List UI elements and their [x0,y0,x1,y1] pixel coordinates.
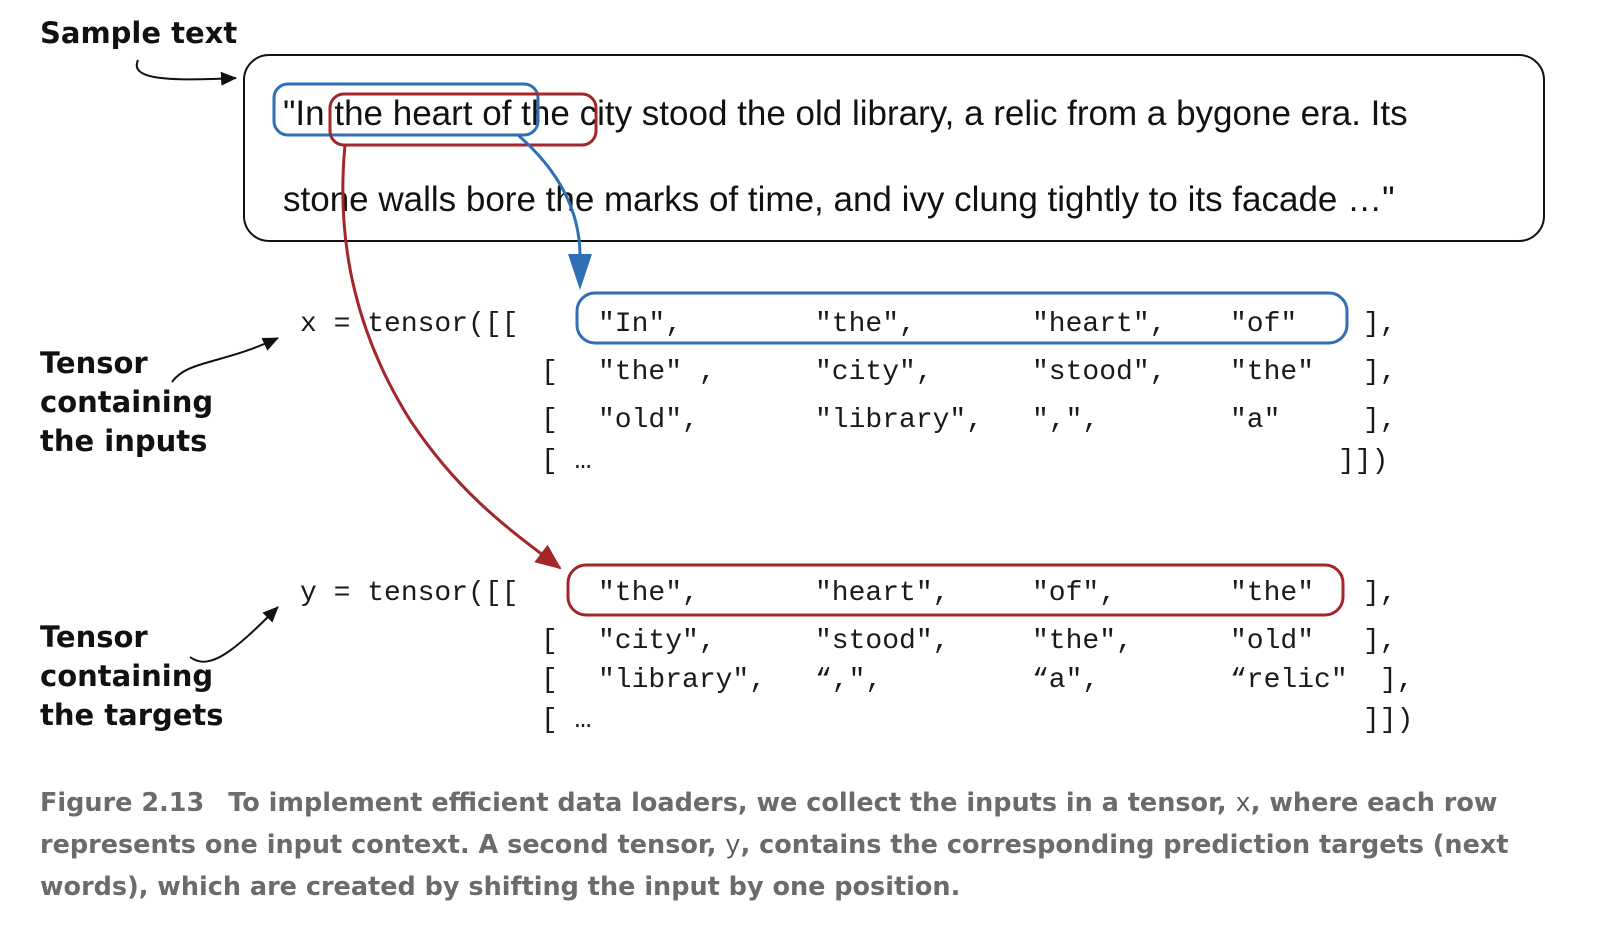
input-mapping-arrow [517,133,582,257]
y-cell: "heart", [815,578,950,609]
y-cell: "city", [598,626,716,657]
sample-target-highlight [328,92,598,147]
y-row-highlight [566,563,1345,617]
y-cell: "of", [1032,578,1117,609]
y-row-end: ], [1363,578,1397,609]
y-cell: "the", [1032,626,1133,657]
x-row-end: ], [1363,309,1397,340]
caption-text-3: , contains the corresponding prediction … [40,830,1509,902]
x-ellipsis-row: [ … [541,446,592,477]
y-cell: “,", [815,665,883,696]
x-cell: "the" [1230,357,1315,388]
y-cell: "the" [1230,578,1315,609]
x-cell: "city", [815,357,933,388]
sample-text-box [243,54,1545,242]
targets-label-line: containing [40,659,214,693]
inputs-label-line: the inputs [40,424,208,458]
x-row-end: ], [1363,405,1397,436]
x-row-highlight [575,291,1349,345]
y-cell: “relic" [1230,665,1348,696]
figure-caption: Figure 2.13 To implement efficient data l… [40,783,1560,908]
x-cell: "library", [815,405,984,436]
x-cell: "In", [598,309,683,340]
inputs-label: Tensor containing the inputs [40,344,213,461]
caption-text-2: , where each row represents one input co… [40,788,1498,860]
target-mapping-arrow [341,144,562,570]
figure-number: Figure 2.13 [40,788,205,818]
y-cell: “a", [1032,665,1100,696]
sample-word-in: "In [283,94,325,133]
caption-text-1: To implement efficient data loaders, we … [228,788,1236,818]
sample-text-label: Sample text [40,16,238,50]
caption-code-x: x [1235,790,1251,819]
input-mapping-arrowhead [568,254,592,290]
sample-input-highlight [272,82,540,137]
y-row-open: [ [541,665,558,696]
x-cell: "stood", [1032,357,1167,388]
targets-label-line: Tensor [40,620,148,654]
targets-pointer-arrow [189,606,279,663]
caption-code-y: y [725,832,741,861]
y-close: ]]) [1363,705,1414,736]
targets-label-line: the targets [40,698,224,732]
x-cell: "old", [598,405,699,436]
x-cell: "of" [1230,309,1298,340]
sample-highlight-phrase: the heart of [334,94,512,133]
y-cell: "library", [598,665,767,696]
y-row-end: ], [1380,665,1414,696]
x-cell: "the", [815,309,916,340]
x-tensor-prefix: x = tensor([[ [300,309,519,340]
sample-word-the: the [521,94,570,133]
sample-text-pointer-arrow [135,59,237,86]
targets-label: Tensor containing the targets [40,618,224,735]
x-row-open: [ [541,357,558,388]
x-cell: "a" [1230,405,1281,436]
sample-line-2: stone walls bore the marks of time, and … [283,180,1395,219]
sample-line-1-rest: city stood the old library, a relic from… [579,94,1408,133]
sample-line-1: "In the heart of the city stood the old … [283,94,1408,134]
x-cell: "the" , [598,357,716,388]
inputs-label-line: Tensor [40,346,148,380]
x-cell: "heart", [1032,309,1167,340]
inputs-pointer-arrow [171,337,279,383]
y-tensor-prefix: y = tensor([[ [300,578,519,609]
y-ellipsis-row: [ … [541,705,592,736]
x-cell: ",", [1032,405,1100,436]
y-row-open: [ [541,626,558,657]
y-cell: "the", [598,578,699,609]
inputs-label-line: containing [40,385,214,419]
x-row-open: [ [541,405,558,436]
y-cell: "stood", [815,626,950,657]
y-row-end: ], [1363,626,1397,657]
x-row-end: ], [1363,357,1397,388]
x-close: ]]) [1338,446,1389,477]
y-cell: "old" [1230,626,1315,657]
